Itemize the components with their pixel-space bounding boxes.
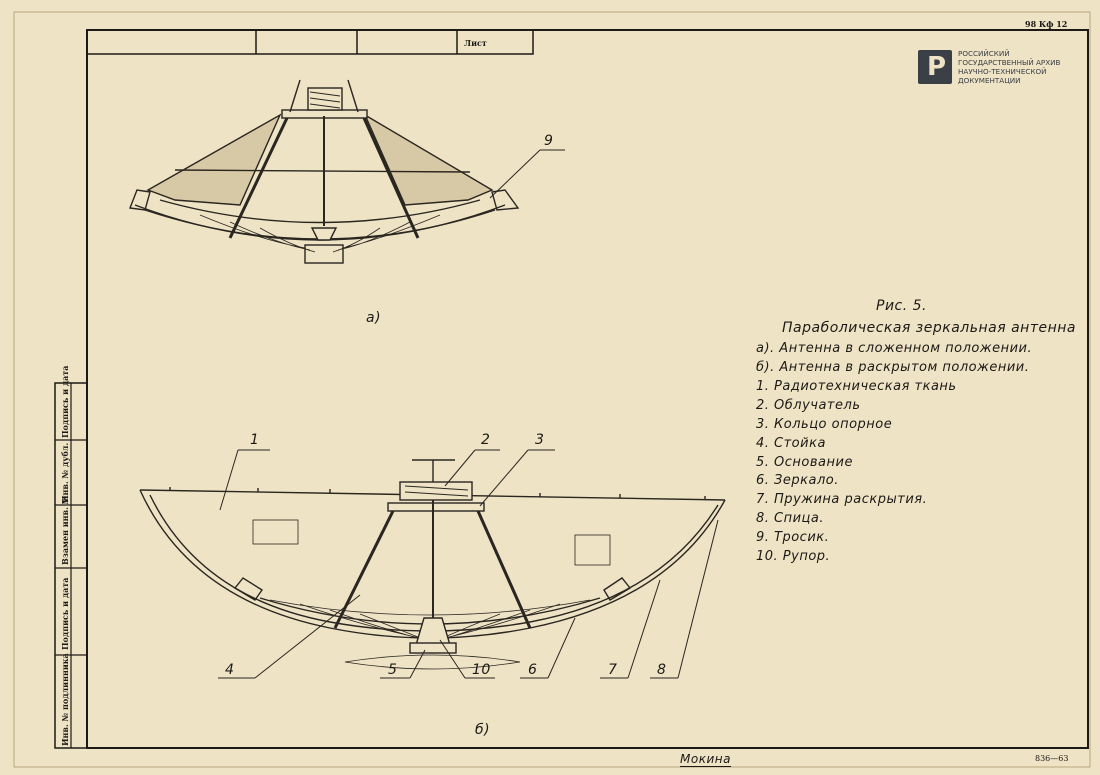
legend-item: б). Антенна в раскрытом положении. bbox=[756, 360, 1030, 375]
bottom-right-code: 836—63 bbox=[1035, 754, 1069, 763]
callout-1: 1 bbox=[250, 432, 260, 448]
stamp-inv-dup: Инв. № дубл. bbox=[60, 442, 70, 503]
callout-9: 9 bbox=[544, 133, 554, 149]
antenna-folded-drawing bbox=[129, 79, 565, 264]
legend-item: 7. Пружина раскрытия. bbox=[756, 492, 928, 507]
callout-7: 7 bbox=[608, 662, 618, 678]
figure-subtitle: Параболическая зеркальная антенна bbox=[782, 320, 1076, 336]
figure-title: Рис. 5. bbox=[876, 298, 927, 314]
stamp-sign-date-1: Подпись и дата bbox=[60, 577, 70, 650]
antenna-deployed-drawing bbox=[139, 449, 726, 679]
callout-10: 10 bbox=[472, 662, 491, 678]
legend-item: 10. Рупор. bbox=[756, 549, 831, 564]
corner-code: 98 Кф 12 bbox=[1025, 19, 1068, 29]
legend-item: 3. Кольцо опорное bbox=[756, 417, 893, 432]
stamp-replace-inv: Взамен инв. № bbox=[60, 495, 70, 565]
archive-logo-icon: Р bbox=[918, 50, 952, 84]
archive-name: РОССИЙСКИЙ ГОСУДАРСТВЕННЫЙ АРХИВ НАУЧНО-… bbox=[958, 49, 1061, 85]
stamp-sign-date-2: Подпись и дата bbox=[60, 365, 70, 438]
callout-5: 5 bbox=[388, 662, 398, 678]
figure-b-label: б) bbox=[475, 722, 491, 738]
sheet-title-cell: Лист bbox=[464, 38, 487, 48]
legend-item: 2. Облучатель bbox=[756, 398, 861, 413]
legend-item: 8. Спица. bbox=[756, 511, 825, 526]
callout-4: 4 bbox=[225, 662, 235, 678]
callout-6: 6 bbox=[528, 662, 538, 678]
figure-a-label: а) bbox=[366, 310, 382, 326]
legend-item: а). Антенна в сложенном положении. bbox=[756, 341, 1033, 356]
legend-item: 6. Зеркало. bbox=[756, 473, 839, 488]
legend-item: 1. Радиотехническая ткань bbox=[756, 379, 957, 394]
legend-item: 5. Основание bbox=[756, 455, 853, 470]
callout-3: 3 bbox=[535, 432, 545, 448]
stamp-inv-original: Инв. № подлинника bbox=[60, 653, 70, 746]
legend-item: 4. Стойка bbox=[756, 436, 826, 451]
legend-item: 9. Тросик. bbox=[756, 530, 830, 545]
callout-2: 2 bbox=[481, 432, 491, 448]
signature: Мокина bbox=[680, 752, 731, 767]
callout-8: 8 bbox=[657, 662, 667, 678]
